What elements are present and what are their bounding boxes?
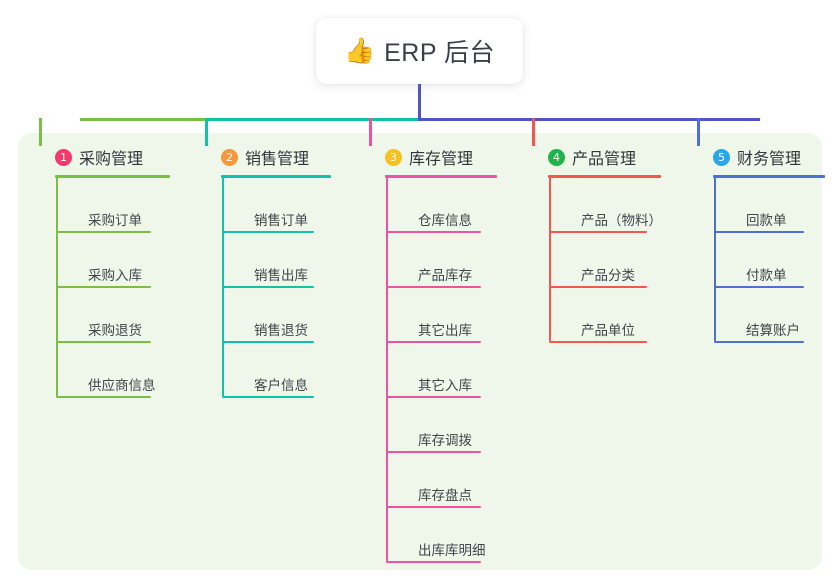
branches-background-panel [18,133,822,570]
branch-header-5[interactable]: 5 财务管理 [695,143,801,171]
branch-badge-3: 3 [385,148,402,166]
leaf-label: 出库库明细 [418,543,486,558]
branch-header-4[interactable]: 4 产品管理 [530,143,636,171]
leaf-rule [56,341,151,343]
leaf-rule [386,506,481,508]
leaf-label: 库存盘点 [418,488,472,503]
leaf-label: 采购订单 [88,213,142,228]
leaf-label: 供应商信息 [88,378,156,393]
leaf-rule [549,341,647,343]
branch-header-rule-2 [221,175,331,178]
branch-drop-3 [369,118,372,146]
leaf-rule [222,341,314,343]
leaf-rule [222,286,314,288]
trunk-indigo [418,118,760,121]
leaf-label: 销售退货 [254,323,308,338]
branch-title-3: 库存管理 [409,151,474,168]
leaf-rule [714,286,804,288]
leaf-rule [549,231,647,233]
branch-column-5: 5 财务管理回款单付款单结算账户 [695,143,825,343]
branch-header-rule-4 [548,175,661,178]
root-stem [418,84,421,120]
branch-header-1[interactable]: 1 采购管理 [37,143,143,171]
branch-column-4: 4 产品管理产品（物料） 产品分类产品单位 [530,143,662,343]
branch-title-4: 产品管理 [572,151,637,168]
leaf-label: 回款单 [746,213,787,228]
branch-column-1: 1 采购管理采购订单采购入库采购退货供应商信息 [37,143,170,398]
leaf-label: 产品（物料） [581,213,662,228]
leaf-rule [56,396,151,398]
leaf-rule [386,231,481,233]
branch-spine-5 [714,177,716,341]
thumbs-up-icon: 👍 [343,36,376,65]
branch-header-rule-1 [55,175,170,178]
branch-spine-4 [549,177,551,341]
branch-column-2: 2 销售管理销售订单销售出库销售退货客户信息 [203,143,331,398]
branch-header-rule-5 [713,175,825,178]
leaf-rule [549,286,647,288]
leaf-label: 结算账户 [746,323,800,338]
branch-title-1: 采购管理 [79,151,144,168]
leaf-label: 付款单 [746,268,787,283]
leaf-rule [56,286,151,288]
branch-drop-2 [205,118,208,146]
leaf-label: 客户信息 [254,378,308,393]
branch-badge-5: 5 [713,148,730,166]
branch-drop-1 [39,118,42,146]
leaf-rule [386,396,481,398]
leaf-label: 其它出库 [418,323,472,338]
branch-badge-1: 1 [55,148,72,166]
branch-header-rule-3 [385,175,497,178]
trunk-green [80,118,210,121]
branch-badge-2: 2 [221,148,238,166]
trunk-teal [208,118,420,121]
leaf-label: 产品分类 [581,268,635,283]
branch-header-2[interactable]: 2 销售管理 [203,143,309,171]
root-node-label: ERP 后台 [384,39,496,67]
branch-spine-3 [386,177,388,561]
leaf-label: 销售出库 [254,268,308,283]
leaf-rule [222,231,314,233]
root-node[interactable]: 👍 ERP 后台 [316,18,523,84]
leaf-rule [386,451,481,453]
branch-title-5: 财务管理 [737,151,802,168]
branch-column-3: 3 库存管理仓库信息产品库存其它出库其它入库库存调拨库存盘点出库库明细 [367,143,497,563]
leaf-rule [222,396,314,398]
leaf-rule [714,341,804,343]
leaf-label: 销售订单 [254,213,308,228]
leaf-rule [56,231,151,233]
leaf-rule [386,561,481,563]
branch-drop-5 [697,118,700,146]
leaf-label: 采购退货 [88,323,142,338]
branch-drop-4 [532,118,535,146]
branch-header-3[interactable]: 3 库存管理 [367,143,473,171]
branch-title-2: 销售管理 [245,151,310,168]
branch-badge-4: 4 [548,148,565,166]
leaf-rule [386,286,481,288]
leaf-rule [714,231,804,233]
leaf-label: 采购入库 [88,268,142,283]
leaf-rule [386,341,481,343]
leaf-label: 产品单位 [581,323,635,338]
leaf-label: 产品库存 [418,268,472,283]
leaf-label: 库存调拨 [418,433,472,448]
leaf-label: 仓库信息 [418,213,472,228]
leaf-label: 其它入库 [418,378,472,393]
